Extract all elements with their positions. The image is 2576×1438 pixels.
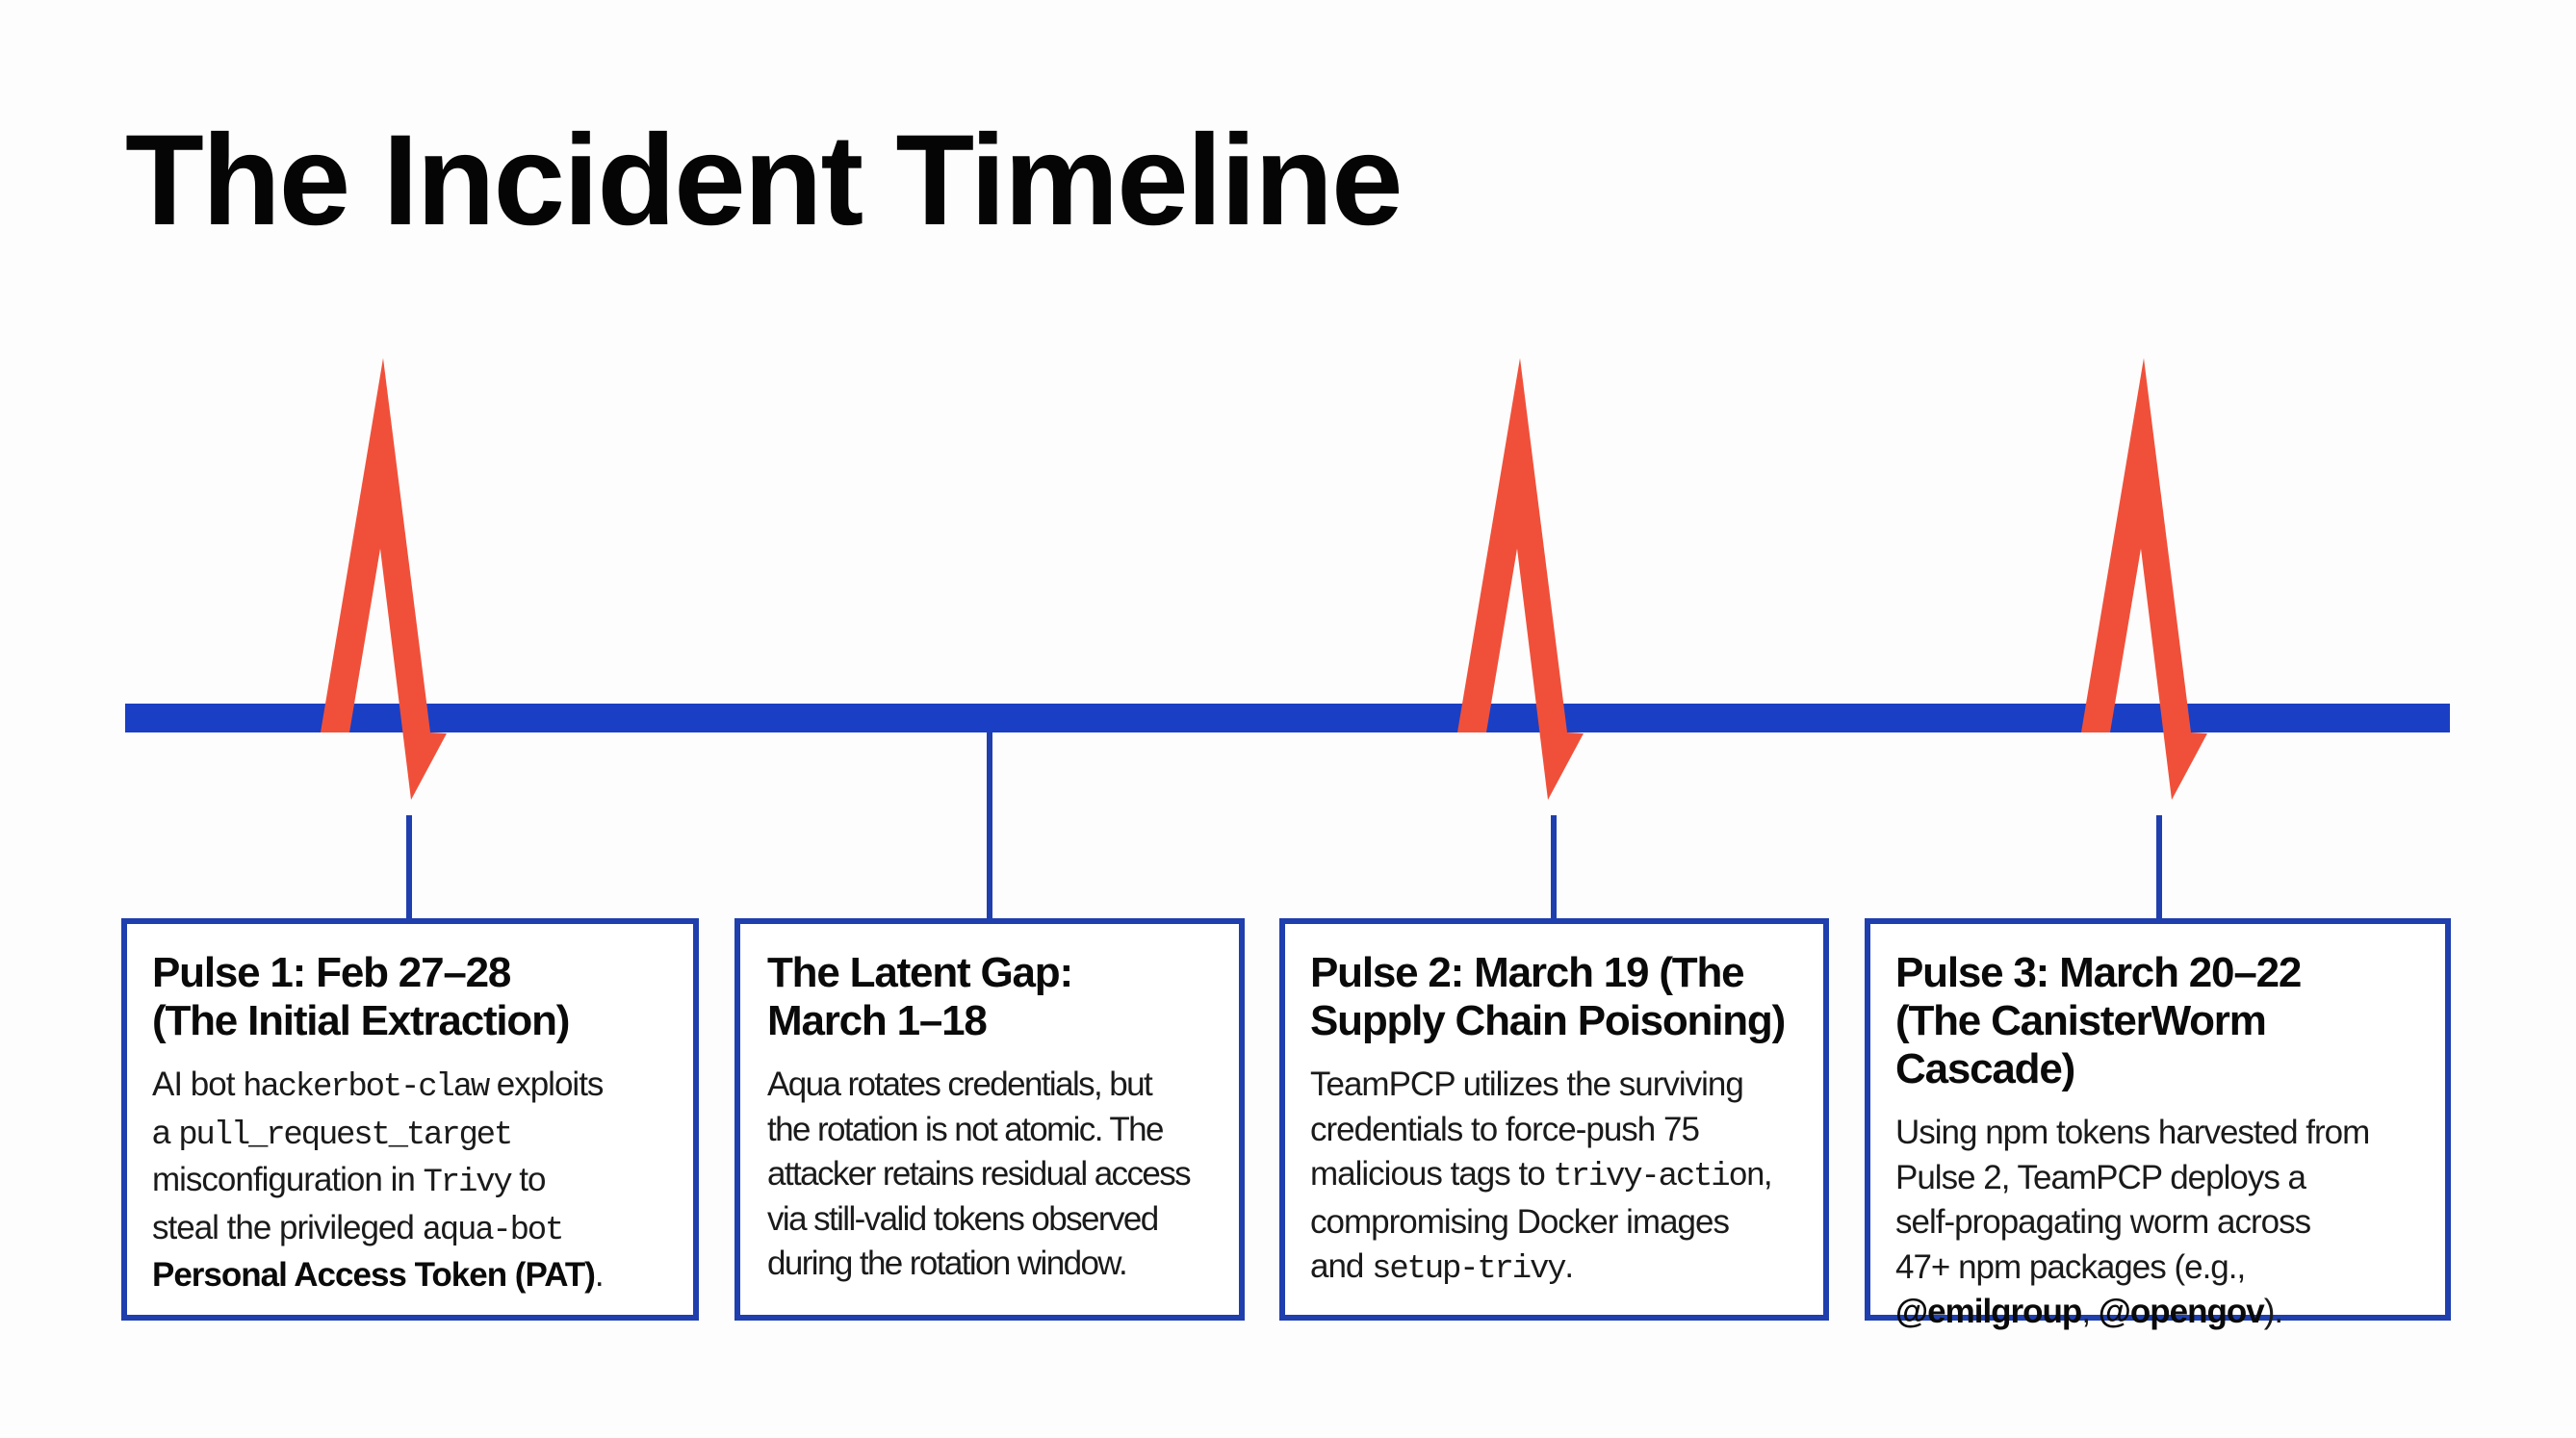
code-text: pull_request_target bbox=[178, 1117, 513, 1154]
card-body-line: Aqua rotates credentials, but bbox=[767, 1066, 1153, 1103]
card-body-line: @emilgroup, @opengov). bbox=[1895, 1290, 2424, 1335]
text: . bbox=[1564, 1247, 1574, 1285]
connector-pulse-3 bbox=[2156, 815, 2162, 921]
text: misconfiguration in bbox=[152, 1161, 424, 1198]
card-body-line: malicious tags to trivy-action, bbox=[1310, 1152, 1802, 1200]
card-title-line: (The Initial Extraction) bbox=[152, 997, 570, 1044]
card-body-line: attacker retains residual access bbox=[767, 1155, 1192, 1193]
text: , bbox=[2081, 1293, 2099, 1330]
card-title-line: March 1–18 bbox=[767, 997, 988, 1044]
text: ). bbox=[2263, 1293, 2283, 1330]
card-body-line: via still-valid tokens observed bbox=[767, 1199, 1159, 1238]
card-body-line: misconfiguration in Trivy to bbox=[152, 1158, 672, 1206]
pulse-spike-icon-1 bbox=[321, 358, 447, 800]
timeline-bar bbox=[125, 704, 2450, 732]
text: AI bot bbox=[152, 1066, 244, 1103]
text: and bbox=[1310, 1247, 1373, 1285]
page-title: The Incident Timeline bbox=[125, 109, 1404, 252]
card-body-line: self-propagating worm across bbox=[1895, 1203, 2311, 1241]
event-card-latent-gap: The Latent Gap: March 1–18 Aqua rotates … bbox=[734, 918, 1245, 1321]
card-body: Aqua rotates credentials, but the rotati… bbox=[767, 1063, 1218, 1287]
card-body-line: TeamPCP utilizes the surviving bbox=[1310, 1066, 1744, 1103]
card-body-line: a pull_request_target bbox=[152, 1111, 672, 1159]
card-title: Pulse 3: March 20–22 (The CanisterWorm C… bbox=[1895, 949, 2424, 1093]
card-title-line: (The CanisterWorm Cascade) bbox=[1895, 997, 2267, 1092]
text: malicious tags to bbox=[1310, 1155, 1554, 1193]
code-text: Trivy bbox=[423, 1165, 513, 1201]
bold-text: Personal Access Token (PAT) bbox=[152, 1256, 596, 1294]
card-title: The Latent Gap: March 1–18 bbox=[767, 949, 1218, 1045]
card-title-line: Supply Chain Poisoning) bbox=[1310, 997, 1786, 1044]
text: . bbox=[594, 1256, 605, 1294]
card-title: Pulse 1: Feb 27–28 (The Initial Extracti… bbox=[152, 949, 672, 1045]
card-title: Pulse 2: March 19 (The Supply Chain Pois… bbox=[1310, 949, 1802, 1045]
code-text: setup-trivy bbox=[1372, 1251, 1566, 1288]
card-title-line: Pulse 3: March 20–22 bbox=[1895, 949, 2302, 996]
timeline-graphic bbox=[125, 358, 2450, 921]
card-body: AI bot hackerbot-claw exploits a pull_re… bbox=[152, 1063, 672, 1298]
card-body: Using npm tokens harvested from Pulse 2,… bbox=[1895, 1111, 2424, 1335]
event-card-pulse-1: Pulse 1: Feb 27–28 (The Initial Extracti… bbox=[121, 918, 699, 1321]
code-text: aqua-bot bbox=[422, 1212, 565, 1249]
event-card-pulse-3: Pulse 3: March 20–22 (The CanisterWorm C… bbox=[1865, 918, 2451, 1330]
card-body-line: during the rotation window. bbox=[767, 1245, 1128, 1282]
code-text: hackerbot-claw bbox=[243, 1069, 490, 1106]
bold-text: @opengov bbox=[2098, 1293, 2265, 1330]
pulse-spike-icon-2 bbox=[1457, 358, 1584, 800]
bold-text: @emilgroup bbox=[1895, 1293, 2082, 1330]
pulse-spike-icon-3 bbox=[2081, 358, 2207, 800]
event-card-pulse-2: Pulse 2: March 19 (The Supply Chain Pois… bbox=[1279, 918, 1829, 1321]
card-body-line: AI bot hackerbot-claw exploits bbox=[152, 1063, 672, 1111]
text: a bbox=[152, 1113, 179, 1151]
connector-latent-gap bbox=[987, 732, 992, 921]
card-body-line: Personal Access Token (PAT). bbox=[152, 1253, 672, 1298]
text: , bbox=[1763, 1155, 1773, 1193]
card-body-line: compromising Docker images bbox=[1310, 1202, 1730, 1241]
connector-pulse-2 bbox=[1551, 815, 1557, 921]
card-body-line: Using npm tokens harvested from bbox=[1895, 1114, 2370, 1151]
card-body-line: steal the privileged aqua-bot bbox=[152, 1206, 672, 1254]
card-body-line: credentials to force-push 75 bbox=[1310, 1110, 1700, 1148]
card-title-line: Pulse 2: March 19 (The bbox=[1310, 949, 1745, 996]
card-title-line: Pulse 1: Feb 27–28 bbox=[152, 949, 511, 996]
card-body-line: and setup-trivy. bbox=[1310, 1245, 1802, 1293]
card-body-line: 47+ npm packages (e.g., bbox=[1895, 1247, 2246, 1286]
connector-pulse-1 bbox=[406, 815, 412, 921]
code-text: trivy-action bbox=[1553, 1159, 1765, 1195]
card-title-line: The Latent Gap: bbox=[767, 949, 1073, 996]
text: exploits bbox=[488, 1066, 605, 1103]
card-body-line: the rotation is not atomic. The bbox=[767, 1110, 1164, 1148]
card-body-line: Pulse 2, TeamPCP deploys a bbox=[1895, 1158, 2306, 1196]
card-body: TeamPCP utilizes the surviving credentia… bbox=[1310, 1063, 1802, 1293]
text: steal the privileged bbox=[152, 1208, 423, 1246]
text: to bbox=[510, 1161, 546, 1198]
